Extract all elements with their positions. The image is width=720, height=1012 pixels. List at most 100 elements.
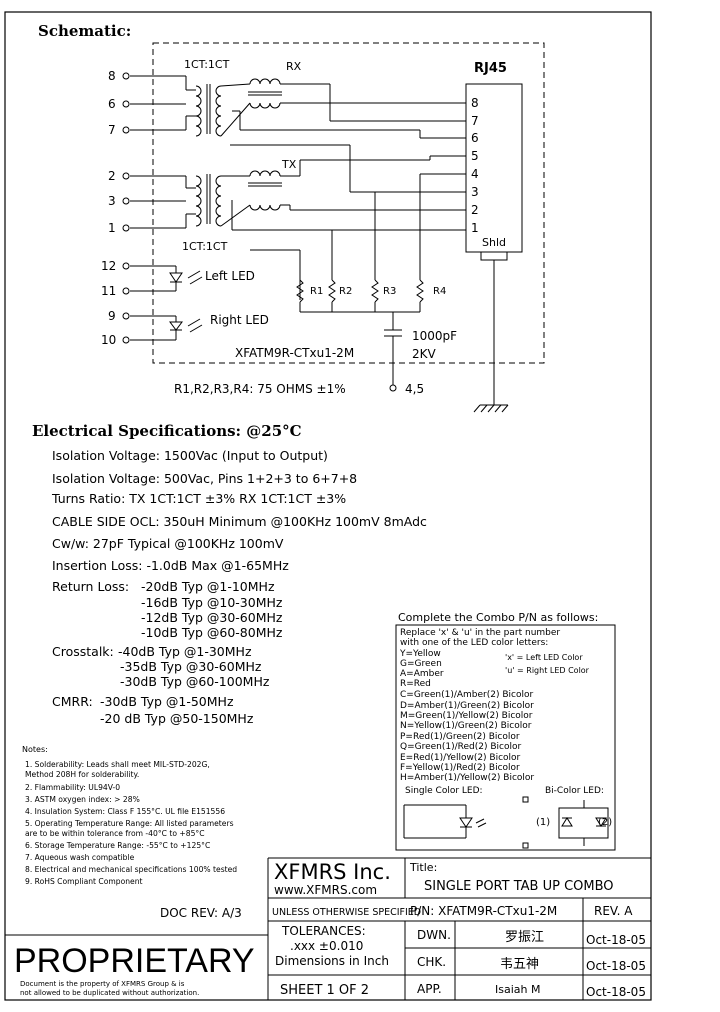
combo-bicolor: Q=Green(1)/Red(2) Bicolor [400, 742, 522, 752]
resistor-label: R3 [383, 286, 396, 297]
combo-color: Y=Yellow [399, 649, 441, 659]
note-line: are to be within tolerance from -40°C to… [25, 829, 205, 838]
resistor-label: R4 [433, 286, 446, 297]
note-line: 5. Operating Temperature Range: All list… [25, 819, 234, 828]
tx-label: TX [281, 158, 297, 171]
proprietary-note: Document is the property of XFMRS Group … [20, 980, 185, 988]
return-loss-line: -12dB Typ @30-60MHz [141, 610, 283, 625]
combo-color: R=Red [400, 679, 431, 689]
cmrr-line: -20 dB Typ @50-150MHz [100, 711, 254, 726]
spec-line: Turns Ratio: TX 1CT:1CT ±3% RX 1CT:1CT ±… [51, 491, 346, 506]
electrical-title: Electrical Specifications: @25°C [32, 422, 302, 440]
part-number: P/N: XFATM9R-CTxu1-2M [410, 904, 557, 918]
right-led-label: Right LED [210, 313, 269, 327]
module-outline [152, 42, 545, 364]
rj45-pin: 2 [471, 203, 479, 217]
tolerances-label: TOLERANCES: [281, 924, 366, 938]
title-block-lines [5, 857, 651, 1000]
combo-color: G=Green [400, 659, 442, 669]
ct-ratio-top: 1CT:1CT [184, 58, 230, 71]
chk-label: CHK. [417, 955, 446, 969]
cmrr-line: -30dB Typ @1-50MHz [100, 694, 234, 709]
cap-value: 1000pF [412, 329, 457, 343]
crosstalk-line: -35dB Typ @30-60MHz [120, 659, 262, 674]
proprietary-note: not allowed to be duplicated without aut… [20, 989, 199, 997]
rj45-pin: 6 [471, 131, 479, 145]
rj45-pin: 7 [471, 114, 479, 128]
return-loss-label: Return Loss: [52, 579, 129, 594]
pin-label: 1 [108, 221, 116, 235]
dimensions-unit: Dimensions in Inch [275, 954, 389, 968]
company-website: www.XFMRS.com [274, 883, 377, 897]
rj45-pin: 1 [471, 221, 479, 235]
cap-voltage: 2KV [412, 347, 437, 361]
rj45-pin: 8 [471, 96, 479, 110]
date-drawn: Oct-18-05 [586, 933, 646, 947]
combo-title: Complete the Combo P/N as follows: [398, 611, 598, 624]
combo-bicolor: F=Yellow(1)/Red(2) Bicolor [400, 763, 520, 773]
module-part-number: XFATM9R-CTxu1-2M [235, 346, 354, 360]
return-loss-line: -10dB Typ @60-80MHz [141, 625, 283, 640]
combo-bicolor: C=Green(1)/Amber(2) Bicolor [400, 690, 533, 700]
note-line: 9. RoHS Compliant Component [25, 877, 143, 886]
resistor-label: R2 [339, 286, 352, 297]
proprietary-label: PROPRIETARY [14, 942, 255, 980]
pin-label: 7 [108, 123, 116, 137]
return-loss-line: -20dB Typ @1-10MHz [141, 579, 275, 594]
crosstalk-label: Crosstalk: [52, 644, 114, 659]
schematic-lines [130, 75, 509, 413]
revision: REV. A [594, 904, 633, 918]
rx-label: RX [286, 60, 302, 73]
pin-terminals [122, 72, 397, 392]
bicolor-led-label: Bi-Color LED: [545, 786, 604, 796]
company-name: XFMRS Inc. [274, 860, 391, 884]
pin-label: 11 [101, 284, 116, 298]
rj45-label: RJ45 [474, 61, 507, 76]
drawn-by: 罗振江 [505, 930, 544, 945]
note-line: 7. Aqueous wash compatible [25, 853, 135, 862]
rj45-pin: 3 [471, 185, 479, 199]
pin-label: 9 [108, 309, 116, 323]
app-label: APP. [417, 982, 442, 996]
drawing-title: SINGLE PORT TAB UP COMBO [424, 879, 614, 894]
combo-bicolor: D=Amber(1)/Green(2) Bicolor [400, 701, 534, 711]
page-border [4, 11, 652, 1001]
led-symbols [403, 800, 609, 846]
note-line: 8. Electrical and mechanical specificati… [25, 865, 237, 874]
shield-label: Shld [482, 236, 506, 249]
note-line: Method 208H for solderability. [25, 770, 139, 779]
ct-ratio-bottom: 1CT:1CT [182, 240, 228, 253]
schematic-title: Schematic: [38, 22, 131, 40]
bicolor-2-label: (2) [598, 817, 612, 828]
note-line: 1. Solderability: Leads shall meet MIL-S… [25, 760, 210, 769]
ground-pins: 4,5 [405, 382, 424, 396]
date-approved: Oct-18-05 [586, 985, 646, 999]
rj45-pin: 4 [471, 167, 479, 181]
electrical-lines: Isolation Voltage: 1500Vac (Input to Out… [51, 448, 427, 726]
spec-line: CABLE SIDE OCL: 350uH Minimum @100KHz 10… [52, 514, 427, 529]
cmrr-label: CMRR: [52, 694, 93, 709]
title-label: Title: [409, 861, 437, 874]
combo-bicolor: P=Red(1)/Green(2) Bicolor [400, 732, 520, 742]
pin-label: 10 [101, 333, 116, 347]
dwn-label: DWN. [417, 928, 451, 942]
approved-by: Isaiah M [495, 983, 540, 996]
spec-line: Isolation Voltage: 1500Vac (Input to Out… [52, 448, 328, 463]
note-line: 3. ASTM oxygen index: > 28% [25, 795, 140, 804]
resistor-labels: R1 R2 R3 R4 [310, 286, 446, 297]
spec-line: Insertion Loss: -1.0dB Max @1-65MHz [52, 558, 289, 573]
left-led-label: Left LED [205, 269, 255, 283]
tolerance-value: .xxx ±0.010 [290, 939, 363, 953]
combo-bicolor: H=Amber(1)/Yellow(2) Bicolor [400, 773, 534, 783]
note-line: 4. Insulation System: Class F 155°C. UL … [25, 807, 225, 816]
notes-title: Notes: [22, 745, 48, 754]
single-led-label: Single Color LED: [405, 786, 483, 796]
spec-line: Cw/w: 27pF Typical @100KHz 100mV [52, 536, 284, 551]
pin-label: 8 [108, 69, 116, 83]
pin-label: 6 [108, 97, 116, 111]
combo-bicolor: E=Red(1)/Yellow(2) Bicolor [400, 753, 521, 763]
combo-box [395, 624, 616, 851]
led-terminals [522, 796, 529, 849]
pin-label: 12 [101, 259, 116, 273]
